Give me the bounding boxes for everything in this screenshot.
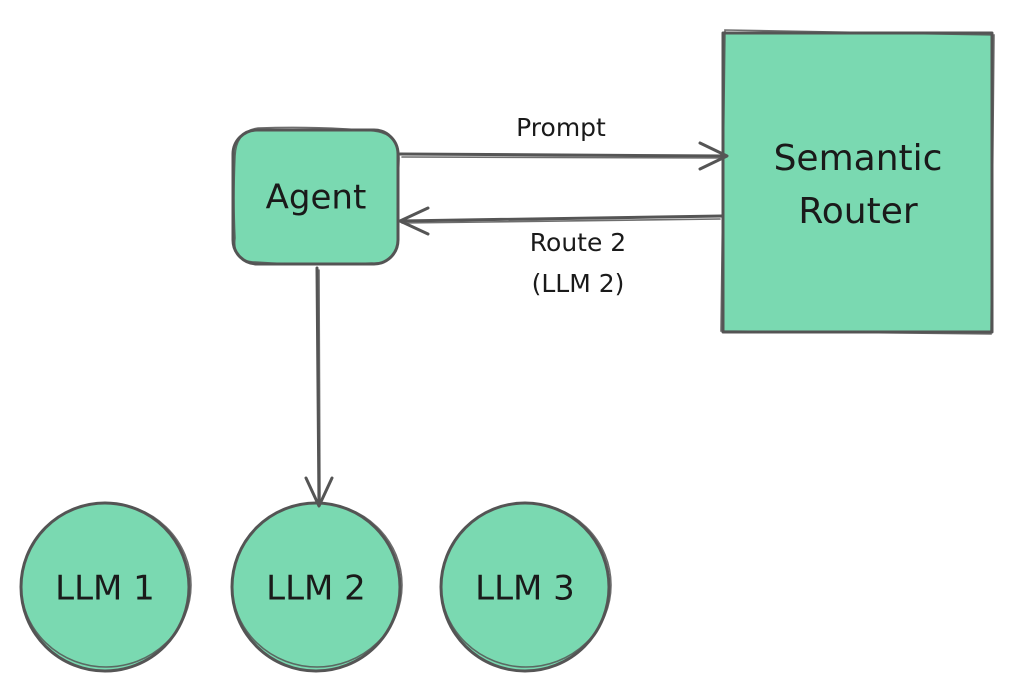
router-label-line1: Semantic [774,138,943,179]
agent-label: Agent [266,178,367,218]
semantic-router-node[interactable]: Semantic Router [720,29,995,335]
llm-1-circle-sketch [20,502,192,668]
route-arrowhead [398,206,430,236]
agent-to-llm-2-arrowhead [304,476,334,508]
llm-3-label: LLM 3 [475,569,575,609]
llm-1-node[interactable]: LLM 1 [19,501,192,673]
route-label-line2: (LLM 2) [532,269,625,298]
llm-2-node[interactable]: LLM 2 [230,501,403,673]
route-edge: Route 2 (LLM 2) [398,206,724,298]
llm-3-node[interactable]: LLM 3 [439,501,612,673]
llm-3-circle-sketch [440,502,612,668]
llm-1-label: LLM 1 [55,569,155,609]
prompt-label: Prompt [516,113,606,142]
router-box-sketch [720,29,995,335]
agent-to-llm-2-line-sketch [318,269,321,504]
route-label-line1: Route 2 [530,228,626,257]
prompt-edge-line-sketch [401,156,725,159]
route-edge-line [398,214,724,223]
prompt-edge-line [398,152,728,158]
router-box [721,31,994,334]
prompt-arrowhead [698,141,729,171]
llm-2-label: LLM 2 [266,569,366,609]
route-edge-line-sketch [401,218,721,224]
prompt-edge: Prompt [398,113,729,171]
agent-box-sketch [233,126,400,266]
agent-node[interactable]: Agent [231,126,400,266]
router-label-line2: Router [798,191,918,232]
agent-to-llm-2-line [315,266,321,507]
agent-to-llm-2-edge [304,266,334,508]
